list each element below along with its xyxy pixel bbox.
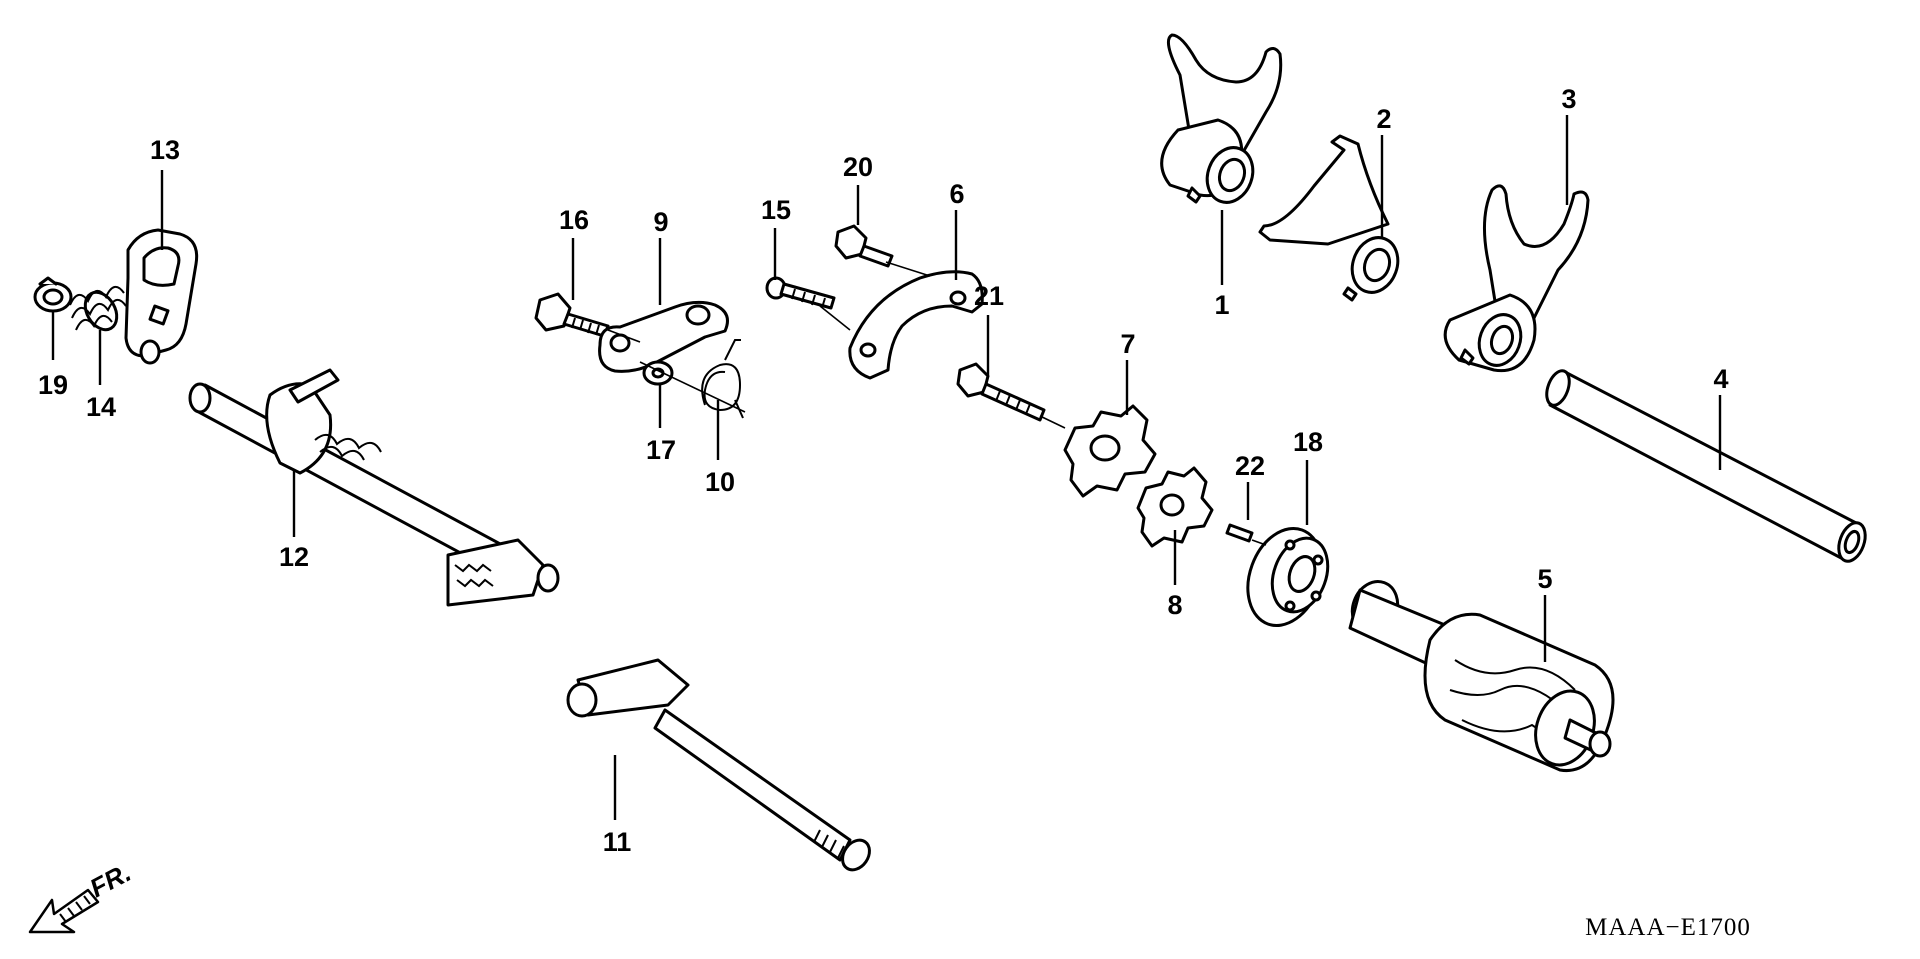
part-16-bolt bbox=[534, 292, 610, 338]
callout-17: 17 bbox=[646, 435, 676, 465]
part-10-spring bbox=[701, 339, 744, 419]
part-1-shift-fork bbox=[1160, 33, 1283, 204]
front-direction-indicator: FR. bbox=[28, 857, 136, 934]
part-20-bolt bbox=[834, 224, 894, 268]
part-7-drum-center bbox=[1063, 404, 1157, 498]
part-6-plate bbox=[848, 270, 984, 380]
part-18-bearing bbox=[1246, 527, 1330, 627]
assembly-lines bbox=[607, 261, 1267, 546]
callout-11: 11 bbox=[603, 827, 632, 857]
part-14-spring bbox=[69, 286, 127, 332]
part-2-shift-fork bbox=[1258, 134, 1400, 302]
callout-1: 1 bbox=[1214, 290, 1229, 320]
part-4-fork-shaft bbox=[1545, 369, 1867, 563]
part-21-bolt bbox=[956, 362, 1046, 422]
part-13-stopper-plate bbox=[124, 228, 199, 365]
part-9-stopper-arm bbox=[598, 300, 729, 373]
part-8-drum-star bbox=[1136, 466, 1214, 548]
callout-3: 3 bbox=[1561, 84, 1576, 114]
callout-6: 6 bbox=[949, 179, 964, 209]
part-5-shift-drum bbox=[1348, 580, 1615, 773]
callout-8: 8 bbox=[1167, 590, 1182, 620]
callout-15: 15 bbox=[761, 195, 791, 225]
callout-2: 2 bbox=[1376, 104, 1391, 134]
callout-20: 20 bbox=[843, 152, 873, 182]
callout-12: 12 bbox=[279, 542, 309, 572]
part-22-pin bbox=[1225, 523, 1254, 543]
callout-13: 13 bbox=[150, 135, 180, 165]
callout-18: 18 bbox=[1293, 427, 1323, 457]
front-arrow-icon bbox=[28, 888, 100, 934]
callout-19: 19 bbox=[38, 370, 68, 400]
callout-4: 4 bbox=[1713, 364, 1728, 394]
part-3-shift-fork bbox=[1443, 184, 1590, 373]
callout-10: 10 bbox=[705, 467, 735, 497]
callout-16: 16 bbox=[559, 205, 589, 235]
leader-lines bbox=[51, 115, 1722, 820]
callout-21: 21 bbox=[974, 281, 1004, 311]
part-12-shift-spindle bbox=[188, 368, 560, 607]
callout-9: 9 bbox=[653, 207, 668, 237]
part-11-gearshift-spindle bbox=[566, 658, 871, 872]
callout-22: 22 bbox=[1235, 451, 1265, 481]
callout-7: 7 bbox=[1120, 329, 1135, 359]
callout-14: 14 bbox=[86, 392, 116, 422]
part-15-screw bbox=[765, 276, 836, 310]
part-19-circlip bbox=[33, 276, 73, 313]
diagram-code: MAAA−E1700 bbox=[1585, 914, 1751, 941]
callout-5: 5 bbox=[1537, 564, 1552, 594]
